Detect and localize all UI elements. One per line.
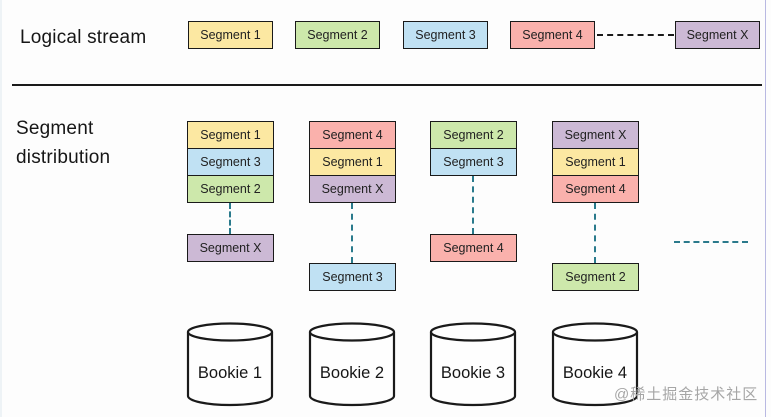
bookie2-stack-segment-1: Segment 1 [309,148,396,176]
bookie2-connector-dash [351,203,353,263]
screenshot-right-edge-line [765,0,766,417]
database-cylinder-icon [308,322,396,407]
bookie2-label: Bookie 2 [319,363,385,382]
database-cylinder-icon [551,322,639,407]
bookie3-connector-dash [472,176,474,234]
bookie4-node: Bookie 4 [551,322,639,408]
bookie1-stack-segment-1: Segment 1 [187,121,274,149]
distribution-continuation-dash [674,241,748,243]
bookie1-detached-segment-x: Segment X [187,234,274,262]
bookie1-connector-dash [229,203,231,234]
segment-distribution-title: Segment distribution [16,114,110,172]
bookie4-stack-segment-x: Segment X [552,121,639,149]
bookie4-stack-segment-1: Segment 1 [552,148,639,176]
bookie4-detached-segment-2: Segment 2 [552,263,639,291]
bookie3-label: Bookie 3 [440,363,506,382]
bookie3-stack-segment-2: Segment 2 [430,121,517,149]
bookie1-label: Bookie 1 [197,363,263,382]
bookie4-connector-dash [594,203,596,263]
logical-segment-3: Segment 3 [403,21,488,49]
logical-segment-x: Segment X [675,21,760,49]
bookie4-stack-segment-4: Segment 4 [552,175,639,203]
logical-segment-1: Segment 1 [188,21,273,49]
section-divider [12,84,762,86]
bookie3-detached-segment-4: Segment 4 [430,234,517,262]
bookie3-node: Bookie 3 [429,322,517,408]
bookie1-node: Bookie 1 [186,322,274,408]
bookie1-stack-segment-3: Segment 3 [187,148,274,176]
bookie4-label: Bookie 4 [562,363,628,382]
stream-continuation-dash [597,34,674,36]
segment-distribution-title-line2: distribution [16,147,111,168]
logical-stream-title: Logical stream [20,27,147,48]
bookie2-stack-segment-4: Segment 4 [309,121,396,149]
segment-distribution-title-line1: Segment [16,118,94,139]
bookie2-detached-segment-3: Segment 3 [309,263,396,291]
bookie3-stack-segment-3: Segment 3 [430,148,517,176]
database-cylinder-icon [186,322,274,407]
bookie1-stack-segment-2: Segment 2 [187,175,274,203]
logical-segment-4: Segment 4 [510,21,595,49]
bookie2-stack-segment-x: Segment X [309,175,396,203]
bookie2-node: Bookie 2 [308,322,396,408]
database-cylinder-icon [429,322,517,407]
logical-segment-2: Segment 2 [295,21,380,49]
watermark-text: @稀土掘金技术社区 [614,386,759,403]
